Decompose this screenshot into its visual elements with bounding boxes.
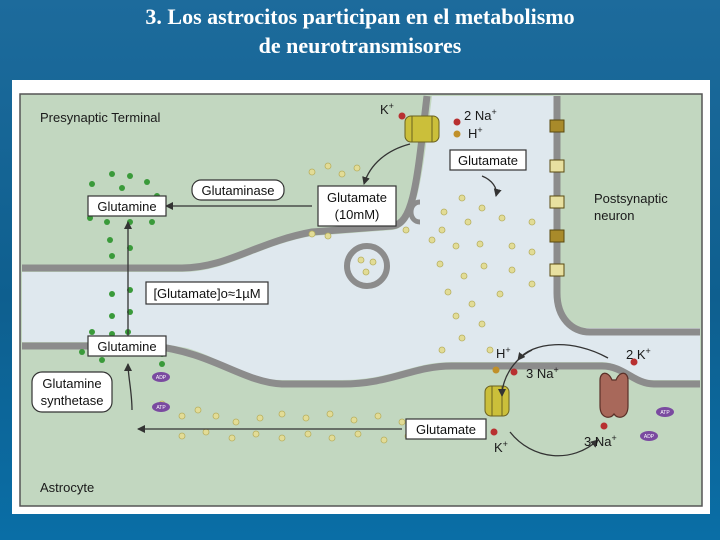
box-glutamine-top: Glutamine — [87, 195, 167, 217]
astrocyte-glutamate-transporter — [484, 385, 510, 417]
arrow-glutamate-to-terminal — [481, 175, 502, 197]
postsynaptic-label-line2: neuron — [594, 208, 634, 223]
cell-membranes — [22, 95, 700, 388]
receptor-1 — [549, 119, 565, 133]
na-k-pump — [599, 372, 629, 418]
diagram-figure: ADP ATP ATP ADP Presynaptic Terminal Pos… — [12, 80, 710, 514]
vesicle-glutamate-dots — [357, 256, 377, 276]
postsynaptic-label-line1: Postsynaptic — [594, 191, 668, 206]
ion-dots — [398, 112, 638, 436]
k2-pump-label: 2 K+ — [626, 346, 651, 362]
na3-astro-label: 3 Na+ — [526, 365, 559, 381]
box-glutamate-presynaptic: Glutamate (10mM) — [317, 185, 397, 227]
astrocyte-label: Astrocyte — [40, 480, 94, 495]
astrocyte-membrane — [22, 342, 700, 388]
na-top-label: 2 Na+ — [464, 107, 497, 123]
receptor-4 — [549, 229, 565, 243]
h-top-label: H+ — [468, 125, 483, 141]
slide-title-line-2: de neurotransmisores — [258, 33, 462, 58]
box-glutaminase: Glutaminase — [191, 179, 285, 201]
arrow-synthetase-to-glutamine — [124, 363, 133, 411]
arrow-transporter-to-vesicle — [362, 143, 411, 185]
astrocyte-metabolism-diagram: ADP ATP ATP ADP Presynaptic Terminal Pos… — [19, 93, 703, 507]
na-dot-astro — [510, 368, 518, 376]
k-dot-pump — [630, 358, 638, 366]
atp-molecule-pump — [656, 407, 674, 417]
extracellular-conc-label: [Glutamate]o≈1µM — [153, 286, 260, 301]
na-dot-pump — [600, 422, 608, 430]
adp-label-pump: ADP — [644, 434, 655, 440]
receptor-2 — [549, 159, 565, 173]
glutamate-pre-line2: (10mM) — [335, 207, 380, 222]
k-top-label: K+ — [380, 101, 394, 117]
pathway-arrows — [124, 143, 609, 457]
box-extracellular-concentration: [Glutamate]o≈1µM — [145, 281, 269, 305]
glutaminase-label: Glutaminase — [202, 183, 275, 198]
h-dot-top — [453, 130, 461, 138]
glutamine-top-label: Glutamine — [97, 199, 156, 214]
glutamine-astro-label: Glutamine — [97, 339, 156, 354]
presynaptic-label: Presynaptic Terminal — [40, 110, 161, 125]
box-glutamine-astrocyte: Glutamine — [87, 335, 167, 357]
box-glutamate-astrocyte: Glutamate — [405, 418, 487, 440]
box-glutamine-synthetase: Glutamine synthetase — [31, 371, 113, 413]
ion-labels: K+ 2 Na+ H+ H+ 3 Na+ 2 K+ K+ 3 Na+ — [380, 101, 651, 455]
glutamate-astro-label: Glutamate — [416, 422, 476, 437]
k-dot-astro — [490, 428, 498, 436]
h-dot-astro — [492, 366, 500, 374]
h-astro-label: H+ — [496, 345, 511, 361]
na3-pump-label: 3 Na+ — [584, 433, 617, 449]
arrow-h-into-astro — [498, 349, 533, 397]
slide-title: 3. Los astrocitos participan en el metab… — [0, 0, 720, 60]
synaptic-vesicle — [344, 243, 390, 289]
receptor-3 — [549, 195, 565, 209]
arrow-na-to-pump — [509, 431, 599, 457]
slide-title-line-1: 3. Los astrocitos participan en el metab… — [145, 4, 575, 29]
synthetase-line1: Glutamine — [42, 376, 101, 391]
atp-molecule — [152, 402, 170, 412]
presynaptic-membrane — [22, 95, 431, 272]
k-dot-top — [398, 112, 406, 120]
vesicle-fusion-pore — [408, 199, 421, 225]
atp-label: ATP — [156, 405, 166, 411]
postsynaptic-receptors — [549, 119, 565, 277]
arrow-k-to-transporter — [517, 344, 609, 361]
box-glutamate-transporter-top: Glutamate — [449, 149, 527, 171]
extracellular-space — [22, 96, 700, 380]
postsynaptic-membrane — [553, 96, 700, 336]
glutamate-transporter-top-label: Glutamate — [458, 153, 518, 168]
adp-molecule — [152, 372, 170, 382]
atp-label-pump: ATP — [660, 410, 670, 416]
adp-label: ADP — [156, 375, 167, 381]
adp-molecule-pump — [640, 431, 658, 441]
receptor-5 — [549, 263, 565, 277]
presynaptic-glutamate-transporter — [404, 115, 440, 143]
atp-adp-molecules: ADP ATP ATP ADP — [152, 372, 674, 441]
glutamate-pre-line1: Glutamate — [327, 190, 387, 205]
k-astro-label: K+ — [494, 439, 508, 455]
synthetase-line2: synthetase — [41, 393, 104, 408]
na-dot-top — [453, 118, 461, 126]
